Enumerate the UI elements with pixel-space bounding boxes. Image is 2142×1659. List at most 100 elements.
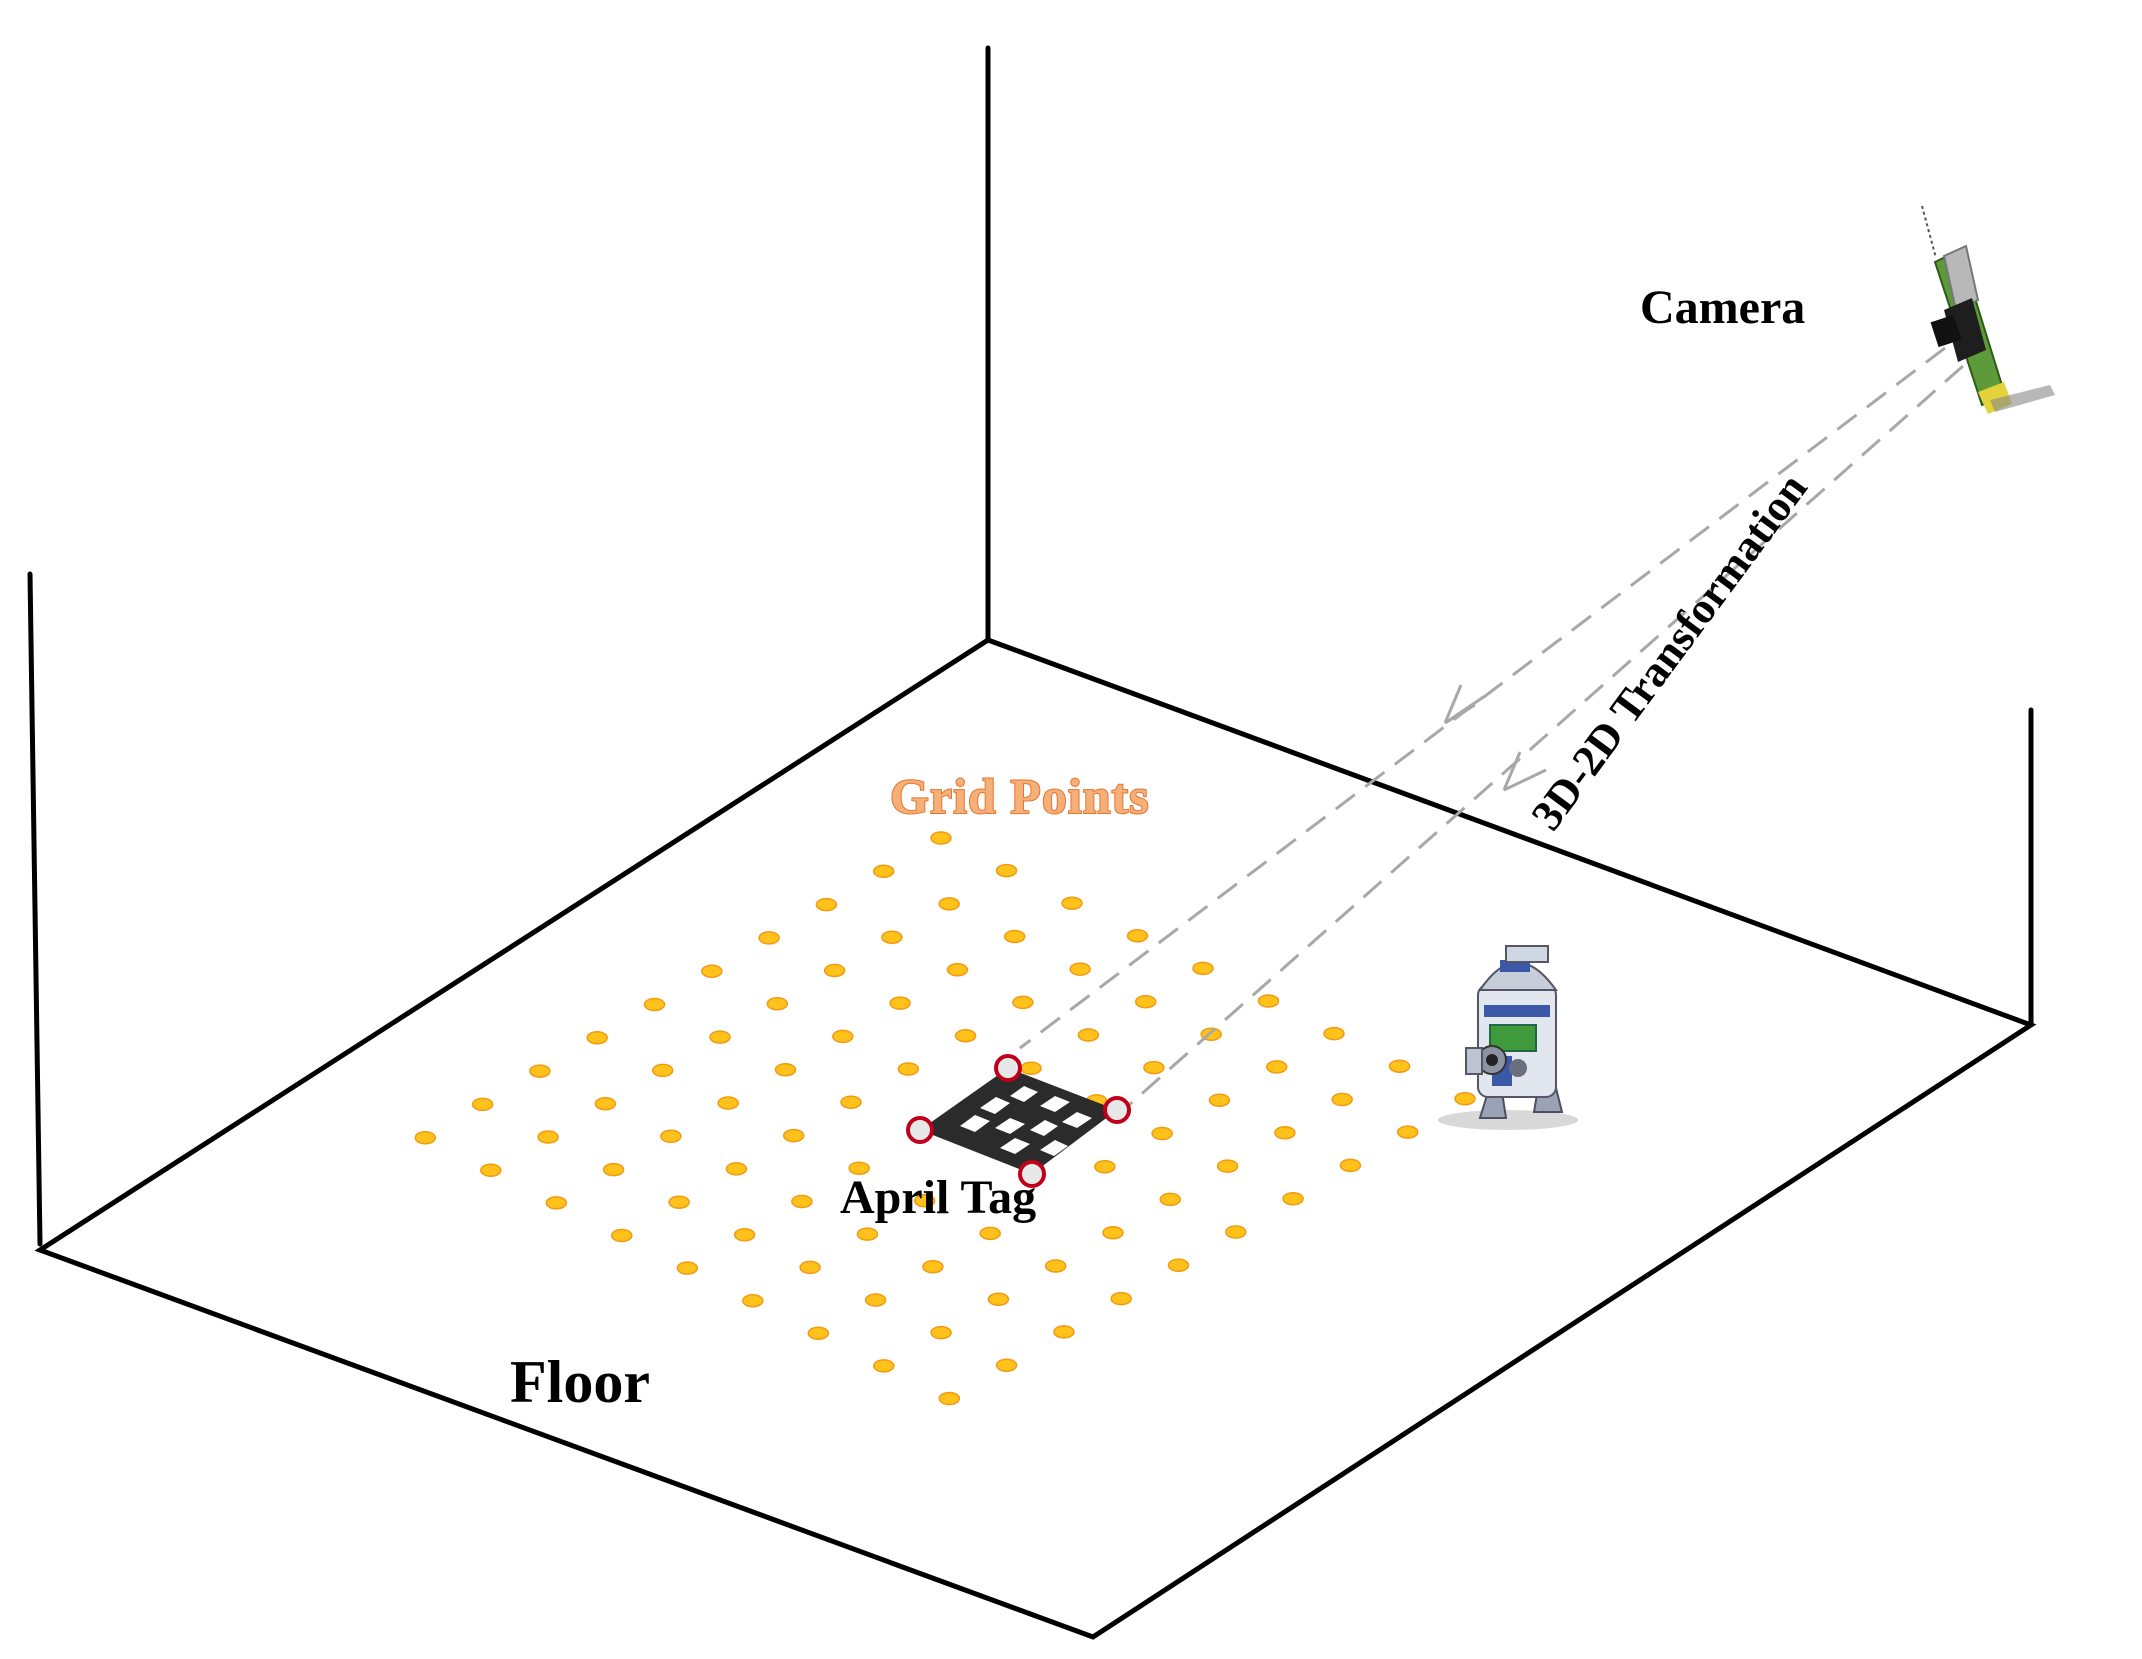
ray-arrowheads <box>1443 684 1547 792</box>
tag-corner-bottom <box>1018 1160 1046 1188</box>
grid-point <box>930 1325 952 1340</box>
grid-point <box>1151 1126 1173 1141</box>
grid-point <box>1102 1225 1124 1240</box>
grid-point <box>954 1028 977 1043</box>
grid-point <box>864 1293 887 1307</box>
grid-point <box>872 864 895 879</box>
grid-point <box>602 1162 625 1177</box>
grid-point <box>1257 994 1280 1008</box>
tag-corner-right <box>1103 1096 1131 1124</box>
grid-point <box>774 1062 797 1077</box>
grid-point <box>1053 1325 1075 1339</box>
transformation-label: 3D-2D Transformation <box>1522 464 1817 839</box>
grid-point <box>897 1062 920 1076</box>
grid-point <box>1069 962 1091 976</box>
grid-point <box>840 1095 862 1110</box>
grid-point <box>480 1163 502 1178</box>
grid-point <box>979 1226 1001 1241</box>
ray-arrowhead-1b <box>1443 684 1463 724</box>
grid-point <box>1192 961 1214 976</box>
grid-point <box>701 964 723 978</box>
grid-point <box>782 1128 805 1143</box>
grid-point <box>586 1031 608 1045</box>
grid-point <box>660 1129 682 1144</box>
grid-point <box>1396 1125 1419 1139</box>
grid-point <box>1331 1092 1353 1107</box>
grid-point <box>742 1293 764 1308</box>
grid-point <box>758 931 780 945</box>
grid-point <box>1094 1160 1116 1174</box>
grid-point <box>545 1196 568 1210</box>
grid-point <box>799 1260 821 1275</box>
grid-point <box>1077 1028 1100 1042</box>
grid-point <box>733 1228 756 1242</box>
grid-point <box>889 996 911 1010</box>
camera-module-icon <box>1921 205 2055 414</box>
grid-point <box>1167 1258 1190 1273</box>
grid-point <box>1265 1060 1288 1074</box>
grid-point <box>537 1130 559 1144</box>
grid-point <box>938 1391 961 1406</box>
grid-point <box>1012 995 1034 1010</box>
grid-points-label: Grid Points <box>890 768 1150 824</box>
grid-point <box>611 1228 633 1243</box>
grid-point <box>1044 1259 1067 1273</box>
grid-point <box>1020 1061 1042 1076</box>
grid-point <box>1454 1092 1476 1106</box>
grid-point <box>1159 1192 1182 1207</box>
grid-point <box>529 1064 551 1078</box>
grid-point <box>1274 1126 1296 1140</box>
grid-point <box>1282 1191 1304 1206</box>
floor-label: Floor <box>510 1349 650 1415</box>
ray-arrowhead-2 <box>1503 768 1547 792</box>
april-tag-corners <box>906 1054 1131 1188</box>
grid-point <box>995 1358 1018 1372</box>
grid-point <box>414 1130 437 1145</box>
wall-edge-left <box>27 571 43 1247</box>
grid-point <box>791 1194 813 1209</box>
april-tag-pattern <box>960 1086 1092 1156</box>
grid-point <box>717 1096 739 1110</box>
grid-point <box>676 1261 699 1275</box>
r2d2-robot-icon <box>1438 945 1578 1130</box>
grid-point <box>995 863 1018 878</box>
grid-point <box>651 1063 674 1078</box>
grid-point <box>823 963 846 978</box>
grid-point <box>815 897 838 912</box>
grid-point <box>922 1259 944 1274</box>
ray-arrowhead-2b <box>1502 751 1522 791</box>
grid-point <box>471 1097 494 1112</box>
grid-point <box>881 930 903 944</box>
grid-point <box>946 963 969 977</box>
ray-line-2 <box>1119 364 1964 1115</box>
grid-point <box>594 1096 617 1111</box>
grid-point <box>848 1161 870 1175</box>
grid-points <box>414 831 1476 1406</box>
grid-point <box>913 1194 936 1208</box>
april-tag-label: April Tag <box>840 1171 1036 1224</box>
camera-label: Camera <box>1640 281 1805 334</box>
grid-point <box>987 1292 1010 1307</box>
grid-point <box>1003 929 1026 944</box>
tag-corner-left <box>906 1116 934 1144</box>
floor-outline <box>34 637 2037 1640</box>
grid-point <box>832 1029 854 1044</box>
grid-point <box>1216 1159 1239 1173</box>
grid-point <box>1126 929 1149 943</box>
room-frame <box>27 45 2037 1640</box>
april-tag-body <box>920 1068 1117 1174</box>
grid-point <box>1388 1059 1411 1073</box>
projection-rays <box>1019 346 1964 1115</box>
grid-point <box>668 1195 690 1209</box>
grid-point <box>1339 1158 1362 1173</box>
grid-point <box>1134 994 1157 1009</box>
ray-line-1 <box>1019 346 1946 1050</box>
grid-point <box>807 1326 830 1341</box>
grid-point <box>643 997 666 1012</box>
grid-point <box>930 831 952 845</box>
grid-point <box>725 1162 748 1176</box>
grid-point <box>938 897 960 911</box>
grid-point <box>1225 1225 1247 1239</box>
grid-point <box>1323 1026 1345 1041</box>
